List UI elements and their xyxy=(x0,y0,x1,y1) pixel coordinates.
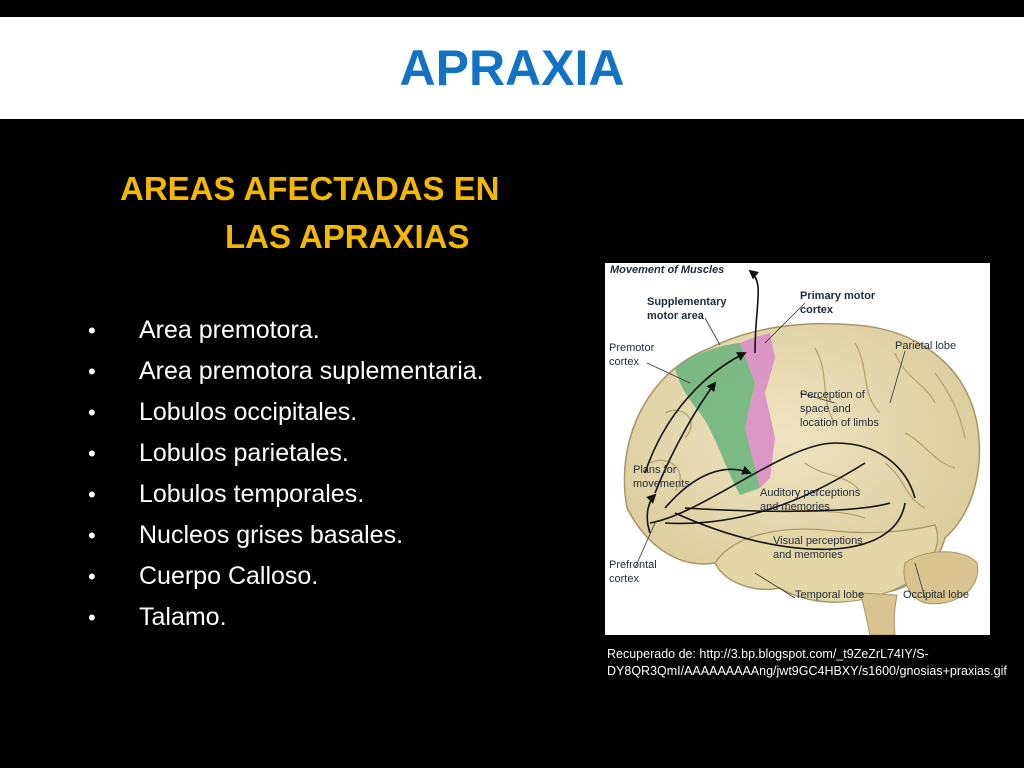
label-auditory-1: Auditory perceptions xyxy=(760,487,861,499)
bullet-text: Nucleos grises basales. xyxy=(139,521,404,549)
bullet-item: • Cuerpo Calloso. xyxy=(85,556,605,597)
bullet-item: • Area premotora. xyxy=(85,310,605,351)
brainstem-shape xyxy=(859,592,898,636)
label-plans-2: movements xyxy=(633,478,690,490)
bullet-text: Lobulos temporales. xyxy=(139,480,365,508)
bullet-item: • Nucleos grises basales. xyxy=(85,515,605,556)
bullet-text: Area premotora. xyxy=(139,316,320,344)
bullet-item: • Talamo. xyxy=(85,597,605,638)
label-supplementary-2: motor area xyxy=(647,310,705,322)
label-supplementary-1: Supplementary xyxy=(647,296,727,308)
bullet-item: • Lobulos occipitales. xyxy=(85,392,605,433)
brain-illustration: Movement of Muscles Supplementary motor … xyxy=(609,264,981,636)
slide-subtitle: AREAS AFECTADAS EN LAS APRAXIAS xyxy=(110,165,560,261)
label-perception-3: location of limbs xyxy=(800,417,879,429)
label-movement: Movement of Muscles xyxy=(610,264,724,276)
brain-diagram: Movement of Muscles Supplementary motor … xyxy=(605,263,990,636)
label-perception-2: space and xyxy=(800,403,851,415)
image-caption: Recuperado de: http://3.bp.blogspot.com/… xyxy=(607,647,1007,678)
bullet-icon: • xyxy=(88,482,96,507)
bullet-item: • Area premotora suplementaria. xyxy=(85,351,605,392)
bullet-text: Talamo. xyxy=(139,603,227,631)
bullet-list: • Area premotora. • Area premotora supleme… xyxy=(85,310,605,638)
bullet-icon: • xyxy=(88,564,96,589)
bullet-icon: • xyxy=(88,441,96,466)
label-perception-1: Perception of xyxy=(800,389,866,401)
label-primary-2: cortex xyxy=(800,304,834,316)
gyri-lines xyxy=(649,342,966,519)
label-temporal: Temporal lobe xyxy=(795,589,864,601)
label-auditory-2: and memories xyxy=(760,501,830,513)
subtitle-line-2: LAS APRAXIAS xyxy=(225,218,470,255)
bullet-item: • Lobulos parietales. xyxy=(85,433,605,474)
arrows xyxy=(644,269,916,551)
label-parietal: Parietal lobe xyxy=(895,340,956,352)
label-plans-1: Plans for xyxy=(633,464,677,476)
bullet-icon: • xyxy=(88,318,96,343)
title-band xyxy=(0,17,1024,119)
bullet-icon: • xyxy=(88,400,96,425)
label-visual-1: Visual perceptions xyxy=(773,535,863,547)
subtitle-line-1: AREAS AFECTADAS EN xyxy=(120,170,500,207)
top-bar xyxy=(0,0,1024,17)
label-prefrontal-2: cortex xyxy=(609,573,639,585)
label-visual-2: and memories xyxy=(773,549,843,561)
motor-area xyxy=(740,333,775,488)
bullet-icon: • xyxy=(88,523,96,548)
label-primary-1: Primary motor xyxy=(800,290,876,302)
bullet-text: Lobulos occipitales. xyxy=(139,398,358,426)
bullet-text: Cuerpo Calloso. xyxy=(139,562,319,590)
bullet-text: Lobulos parietales. xyxy=(139,439,349,467)
label-premotor-1: Premotor xyxy=(609,342,655,354)
bullet-text: Area premotora suplementaria. xyxy=(139,357,484,385)
leader-lines xyxy=(634,302,926,599)
label-prefrontal-1: Prefrontal xyxy=(609,559,657,571)
label-premotor-2: cortex xyxy=(609,356,639,368)
bullet-icon: • xyxy=(88,605,96,630)
bullet-icon: • xyxy=(88,359,96,384)
premotor-area xyxy=(675,343,760,495)
label-occipital: Occipital lobe xyxy=(903,589,969,601)
bullet-item: • Lobulos temporales. xyxy=(85,474,605,515)
slide-title: APRAXIA xyxy=(399,40,625,96)
